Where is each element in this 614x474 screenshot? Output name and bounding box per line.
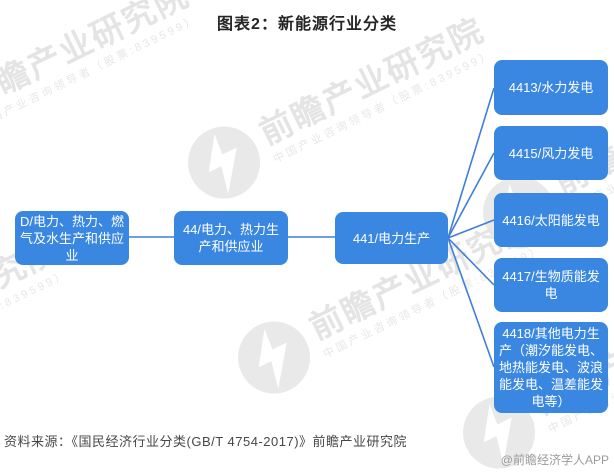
connector-441-4418	[447, 237, 495, 368]
node-d-power-heat-gas-water: D/电力、热力、燃气及水生产和供应业	[15, 211, 129, 265]
node-441-power-production: 441/电力生产	[335, 212, 448, 264]
node-4418-other-power: 4418/其他电力生产（潮汐能发电、地热能发电、波浪能发电、温差能发电等）	[494, 322, 608, 413]
node-4415-wind-power: 4415/风力发电	[494, 126, 608, 180]
node-4416-solar-power: 4416/太阳能发电	[494, 193, 608, 247]
source-note: 资料来源：《国民经济行业分类(GB/T 4754-2017)》前瞻产业研究院	[4, 434, 408, 449]
connector-441-4415	[447, 152, 495, 239]
connector-441-4413	[447, 87, 495, 239]
node-4413-hydro-power: 4413/水力发电	[494, 60, 608, 115]
node-44-power-heat-supply: 44/电力、热力生产和供应业	[174, 211, 288, 265]
credit-note: @前瞻经济学人APP	[500, 453, 609, 467]
node-4417-biomass-power: 4417/生物质能发电	[494, 258, 608, 312]
page-title: 图表2：新能源行业分类	[217, 16, 397, 33]
connector-441-4417	[447, 237, 495, 286]
connector-441-4416	[447, 219, 495, 239]
